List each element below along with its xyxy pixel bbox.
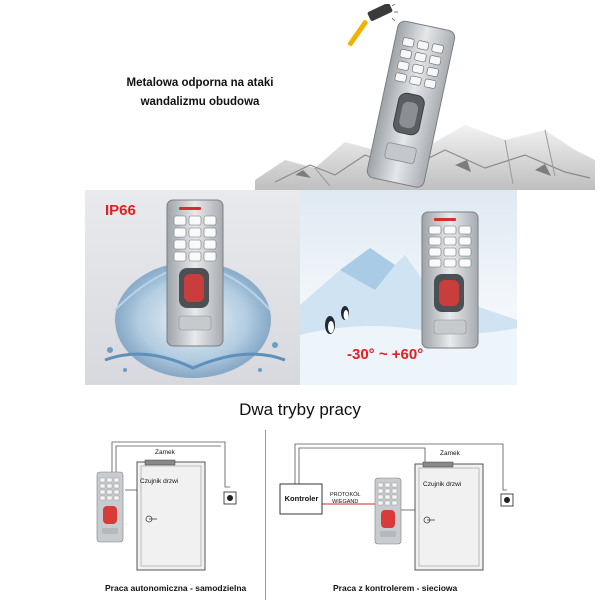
keypad-device-small — [374, 477, 402, 545]
networked-wiring-diagram — [279, 443, 514, 571]
headline-line-1: Metalowa odporna na ataki — [126, 77, 274, 89]
modes-title: Dwa tryby pracy — [239, 400, 361, 419]
protocol-label: PROTOKÓŁ WIEGAND — [330, 492, 360, 506]
temperature-range-label: -30° ~ +60° — [347, 346, 424, 363]
penguin-icon — [325, 306, 349, 334]
environment-banner: IP66 -30° ~ +60° — [85, 190, 517, 385]
protocol-line-1: PROTOKÓŁ — [330, 492, 361, 498]
keypad-reader-left — [166, 199, 224, 347]
door-sensor-label-right: Czujnik drzwi — [423, 481, 462, 488]
hammer-icon — [348, 4, 398, 47]
ip66-label: IP66 — [105, 202, 136, 219]
lock-label-left: Zamek — [155, 449, 175, 456]
hero-section: Metalowa odporna na ataki wandalizmu obu… — [0, 0, 600, 190]
keypad-reader-right — [421, 211, 479, 349]
controller-label: Kontroler — [284, 494, 319, 503]
keypad-reader-device — [366, 20, 456, 188]
keypad-device-small — [96, 471, 124, 543]
standalone-caption: Praca autonomiczna - samodzielna — [105, 583, 247, 593]
diagram-divider — [265, 430, 266, 600]
door-sensor-label-left: Czujnik drzwi — [140, 478, 179, 485]
vandal-proof-headline: Metalowa odporna na ataki wandalizmu obu… — [95, 74, 305, 112]
lock-label-right: Zamek — [440, 450, 460, 457]
headline-line-2: wandalizmu obudowa — [140, 96, 260, 108]
standalone-wiring-diagram — [96, 441, 237, 571]
networked-caption: Praca z kontrolerem - sieciowa — [333, 583, 458, 593]
protocol-line-2: WIEGAND — [332, 499, 359, 505]
